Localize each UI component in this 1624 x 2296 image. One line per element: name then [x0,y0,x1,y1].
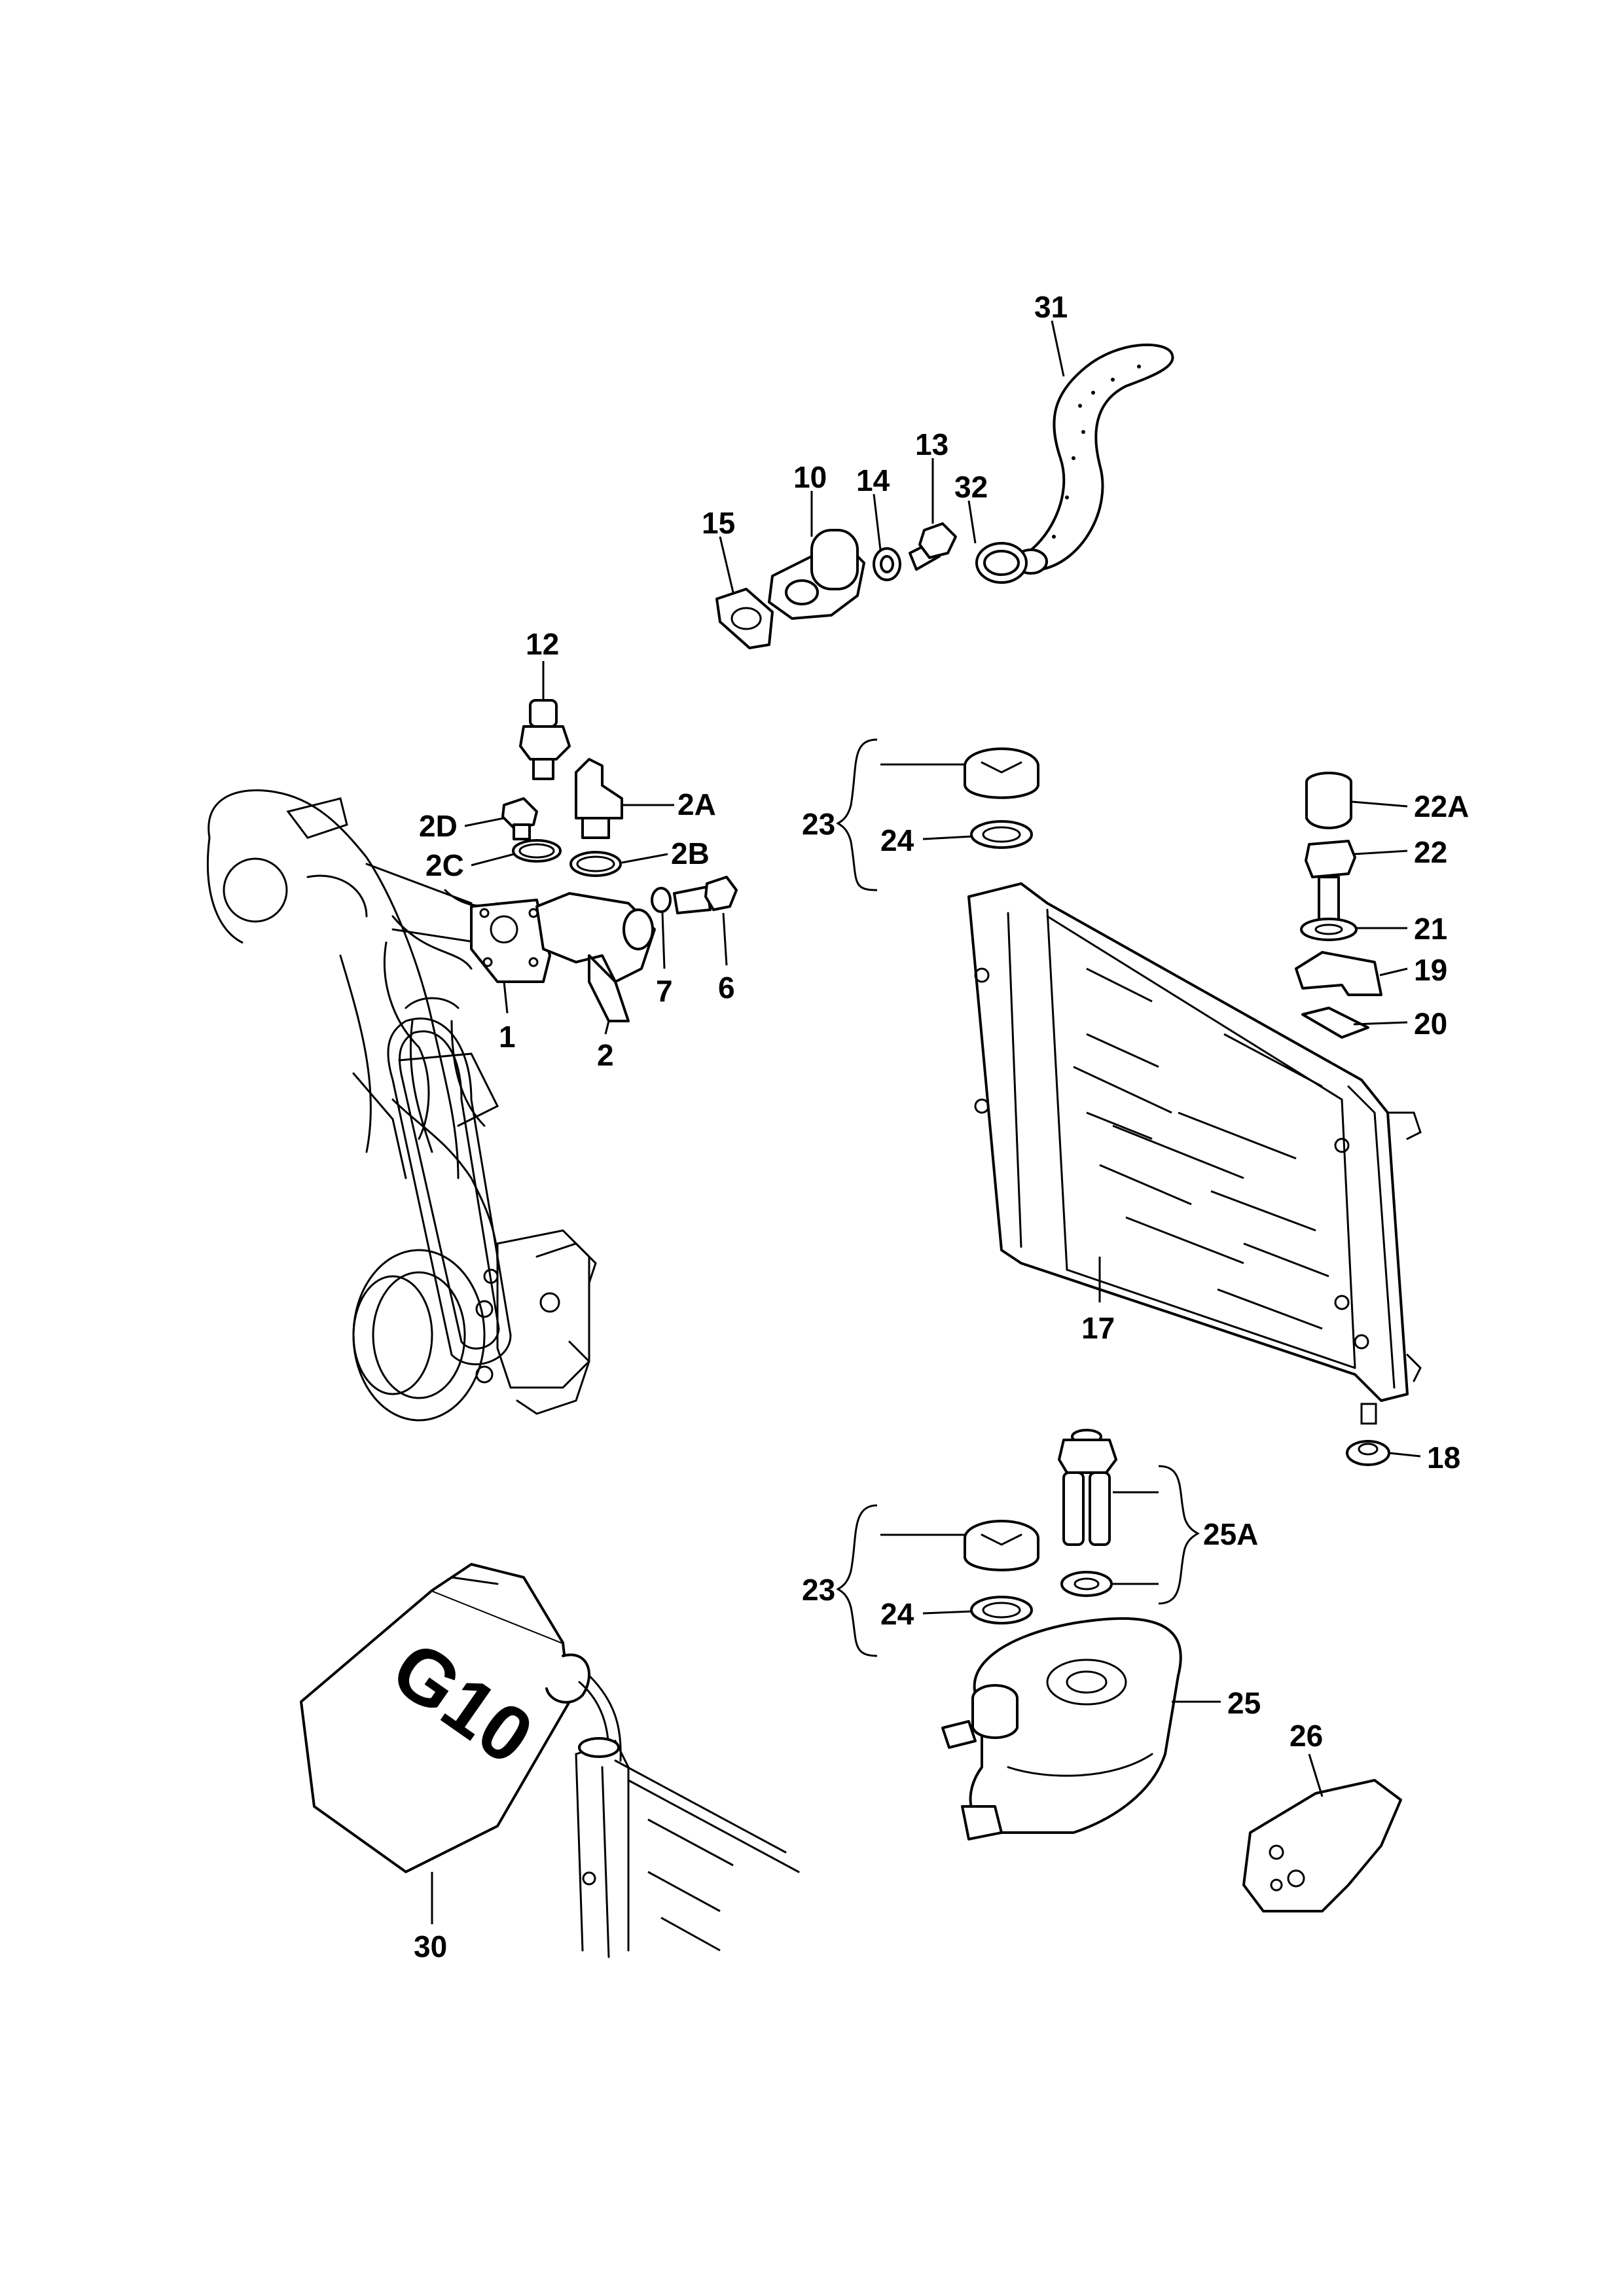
callout-7: 7 [656,974,673,1008]
callout-24-tank: 24 [880,1597,914,1631]
part-2D-plug [501,797,538,840]
callout-6: 6 [718,971,735,1005]
engine-block-outline [207,789,499,1265]
part-32-hose-clamp [975,542,1028,584]
callout-1: 1 [499,1020,516,1054]
callout-25: 25 [1227,1686,1261,1720]
callout-17: 17 [1081,1311,1115,1345]
part-15-flange-gasket [715,588,774,649]
part-24-cap-seal [970,820,1033,849]
part-6-bolt [673,876,738,914]
water-pump [475,1229,597,1415]
part-18-radiator-mount [1346,1440,1390,1466]
callout-2D: 2D [419,809,458,843]
pulley [352,1249,486,1422]
callout-23-tank: 23 [802,1573,835,1607]
part-22A-bolt-cap [1305,772,1352,829]
callout-15: 15 [702,506,735,540]
part-25A-seal [1060,1571,1113,1597]
callout-13: 13 [915,427,948,461]
callout-2A: 2A [677,787,716,821]
callout-25A: 25A [1203,1517,1258,1551]
callout-2C: 2C [425,848,464,882]
radiator-detail-fill [575,1737,800,1958]
part-12-sensor [519,699,571,780]
part-7-washer [651,887,672,913]
callout-30: 30 [414,1929,447,1964]
callout-24-radiator: 24 [880,823,914,857]
part-19-bracket [1295,951,1382,996]
part-26-tank-bracket [1242,1779,1402,1912]
part-2C-o-ring [512,839,562,863]
leader-lines [431,320,1421,1924]
brace-23-24-radiator [836,738,878,891]
part-23-tank-cap [964,1520,1039,1571]
part-13-bolt [909,522,957,571]
callout-12: 12 [526,627,559,661]
brace-25A [1158,1465,1200,1605]
part-10-coolant-flange [768,529,865,620]
callout-14: 14 [856,463,890,497]
part-1-flange-gasket [470,899,551,983]
part-21-washer [1300,918,1358,941]
part-31-coolant-hose [1014,343,1174,575]
part-25A-level-sensor [1058,1429,1117,1546]
part-22-bolt [1305,840,1356,924]
part-2B-o-ring [569,851,622,877]
brace-23-24-tank [836,1504,878,1657]
callout-21: 21 [1414,912,1447,946]
part-2A-temperature-sender [575,758,623,839]
callout-10: 10 [793,460,827,494]
callout-31: 31 [1034,290,1068,324]
callout-18: 18 [1427,1441,1460,1475]
part-30-coolant-canister: G10 [300,1563,622,1873]
callout-labels: 31 13 10 14 32 15 12 2A 2D 2C 2B 1 2 7 6… [414,290,1469,1964]
part-25-expansion-tank [941,1617,1182,1840]
callout-2B: 2B [671,836,710,870]
drive-belt [387,1017,512,1365]
part-2-coolant-flange [535,892,656,1022]
part-24-tank-cap-seal [970,1596,1033,1624]
part-20-pad [1301,1007,1369,1039]
part-14-washer [873,547,901,581]
callout-32: 32 [954,470,988,504]
callout-22: 22 [1414,835,1447,869]
callout-23-radiator: 23 [802,807,835,841]
part-23-radiator-cap [964,747,1039,799]
callout-19: 19 [1414,953,1447,987]
callout-2: 2 [597,1038,614,1072]
callout-22A: 22A [1414,789,1469,823]
part-17-radiator [967,882,1422,1425]
callout-20: 20 [1414,1007,1447,1041]
callout-26: 26 [1290,1719,1323,1753]
